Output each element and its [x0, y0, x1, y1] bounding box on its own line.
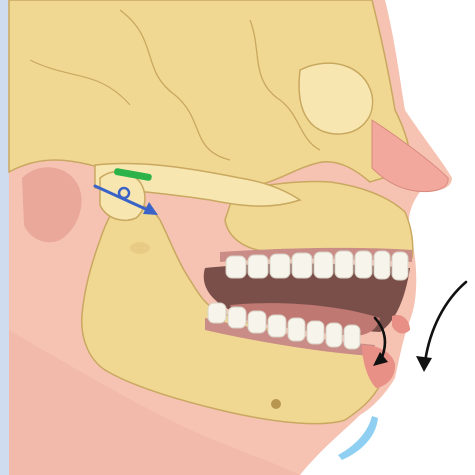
- tooth: [307, 321, 324, 344]
- tooth: [226, 256, 246, 278]
- tooth: [355, 251, 372, 278]
- tooth: [344, 325, 360, 349]
- tooth: [374, 251, 390, 279]
- tooth: [248, 255, 268, 278]
- tooth: [288, 318, 305, 341]
- upper-teeth: [226, 251, 408, 280]
- mental-foramen: [271, 399, 281, 409]
- tooth: [208, 303, 226, 323]
- left-edge-strip: [0, 0, 9, 475]
- tooth: [248, 311, 266, 333]
- tooth: [392, 252, 408, 280]
- tooth: [228, 307, 246, 328]
- tooth: [335, 251, 353, 278]
- tooth: [270, 254, 290, 278]
- tooth: [292, 253, 312, 278]
- tooth: [314, 252, 333, 278]
- mandible-notch: [130, 242, 150, 254]
- tooth: [268, 315, 286, 337]
- tooth: [326, 323, 342, 347]
